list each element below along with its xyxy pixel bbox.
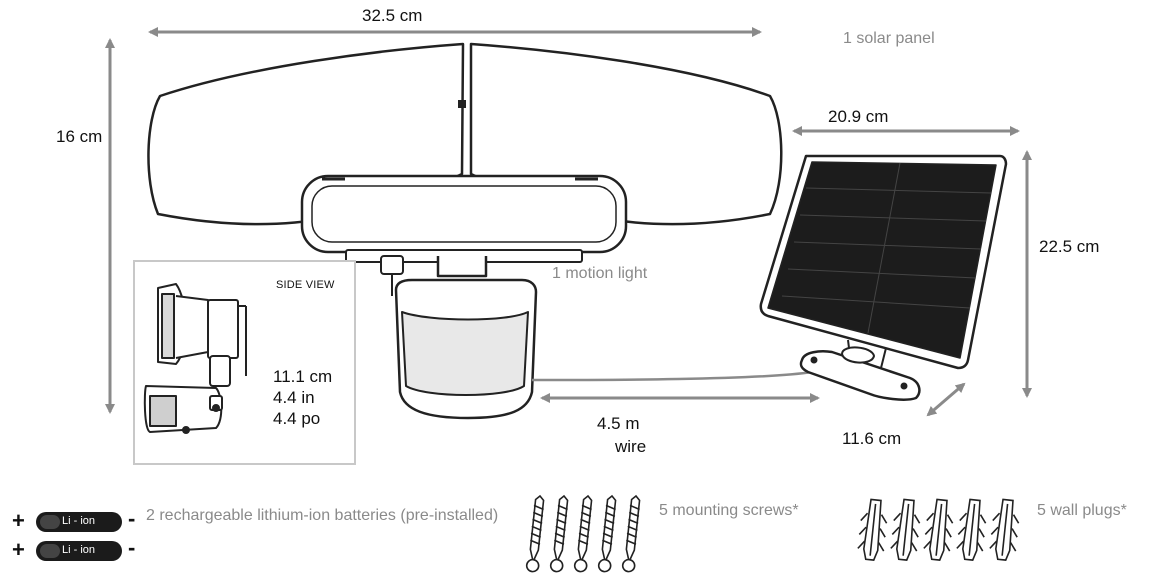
mounting-screws [525,494,641,573]
battery-1-minus: - [128,506,136,531]
battery-2-label: Li - ion [62,544,96,556]
battery-1-label: Li - ion [62,515,96,527]
battery-2 [36,541,122,561]
screws-caption: 5 mounting screws* [659,502,799,519]
wire-length-label: 4.5 m [597,414,640,433]
light-height-label: 16 cm [56,127,103,146]
wall-plugs [857,498,1020,561]
battery-1-plus: + [12,508,25,533]
battery-2-plus: + [12,537,25,562]
batteries-caption: 2 rechargeable lithium-ion batteries (pr… [146,507,499,524]
connection-wire [531,370,813,382]
side-view-depth-cm: 11.1 cm [273,367,333,386]
plugs-caption: 5 wall plugs* [1037,502,1127,519]
base-depth-label: 11.6 cm [842,429,902,448]
side-view-depth-in: 4.4 in [273,388,315,407]
panel-height-label: 22.5 cm [1039,237,1100,256]
solar-panel [759,154,1008,401]
battery-2-minus: - [128,535,136,560]
knob [380,255,404,275]
base-depth-arrow [926,382,966,417]
side-view-light [143,283,247,434]
panel-width-label: 20.9 cm [828,107,889,126]
light-width-label: 32.5 cm [362,6,423,25]
motion-light-caption: 1 motion light [552,265,648,282]
side-view-depth-po: 4.4 po [273,409,321,428]
wire-label: wire [615,437,647,456]
panel-base [799,350,921,401]
motion-light [147,42,783,420]
solar-panel-caption: 1 solar panel [843,30,935,47]
battery-1 [36,512,122,532]
side-view-title: SIDE VIEW [276,279,335,291]
